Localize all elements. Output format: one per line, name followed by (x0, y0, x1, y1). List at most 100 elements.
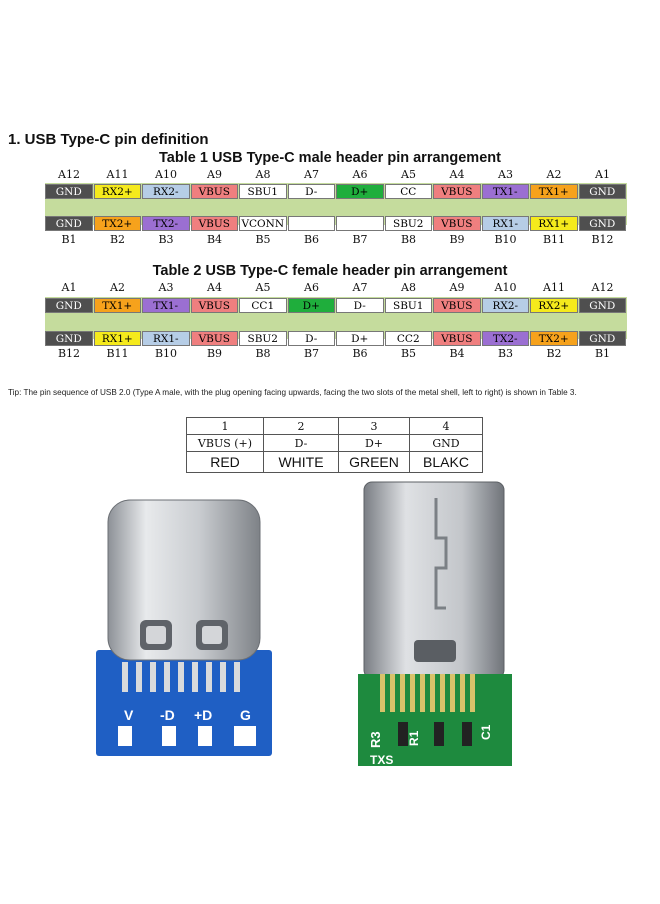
pin-cell-bottom: TX2+ (530, 331, 578, 346)
pin-label-bottom: B2 (109, 233, 126, 246)
pin-cell-bottom: VBUS (433, 216, 481, 231)
pin-cell-bottom: TX2- (142, 216, 190, 231)
pcb-label-v: V (124, 707, 134, 723)
pin-number: 3 (338, 417, 410, 435)
pin-label-top: A11 (106, 168, 129, 181)
pin-label-bottom: B2 (546, 347, 562, 360)
pin-cell-top: SBU1 (384, 298, 432, 313)
pin-cell-bottom: VBUS (190, 216, 238, 231)
pin-label-bottom: B1 (61, 233, 77, 246)
pcb-label-plus-d: +D (194, 707, 212, 723)
pin-label-bottom: B8 (255, 347, 271, 360)
pin-signal: GND (409, 434, 483, 452)
pin-number: 4 (409, 417, 483, 435)
pin-label-bottom: B4 (206, 233, 223, 246)
pin-number: 1 (186, 417, 264, 435)
pin-label-bottom: B10 (494, 233, 517, 246)
pin-label-top: A3 (498, 168, 513, 181)
pin-signal: D- (263, 434, 339, 452)
pcb-label-minus-d: -D (160, 707, 175, 723)
table2-title: Table 2 USB Type-C female header pin arr… (152, 263, 508, 279)
pin-label-top: A2 (110, 281, 125, 294)
pin-label-top: A9 (449, 281, 465, 294)
pin-cell-top: TX1- (142, 298, 190, 313)
pin-number: 2 (263, 417, 339, 435)
usb2-pin-table: 1 2 3 4 VBUS (+) D- D+ GND RED WHITE GRE… (186, 417, 483, 473)
tip-text: Tip: The pin sequence of USB 2.0 (Type A… (8, 388, 577, 397)
pin-cell-bottom: SBU2 (384, 216, 432, 231)
pin-label-bottom: B7 (303, 347, 320, 360)
pin-cell-top: SBU1 (239, 184, 287, 199)
pin-cell-top: VBUS (190, 298, 238, 313)
pin-label-top: A5 (255, 281, 271, 294)
pin-label-bottom: B5 (400, 347, 417, 360)
pin-cell-bottom: RX1+ (93, 331, 141, 346)
pin-cell-bottom (336, 216, 384, 231)
pin-cell-bottom: CC2 (384, 331, 432, 346)
pin-cell-bottom: D+ (336, 331, 384, 346)
pin-cell-top: TX1+ (93, 298, 141, 313)
pin-label-bottom: B4 (449, 347, 465, 360)
pcb-label-g: G (240, 707, 251, 723)
pin-label-bottom: B12 (57, 347, 81, 360)
pin-signal: VBUS (+) (186, 434, 264, 452)
pin-cell-top: VBUS (190, 184, 238, 199)
pin-cell-top: D+ (336, 184, 384, 199)
pin-cell-bottom: D- (287, 331, 335, 346)
pin-cell-top: VBUS (433, 298, 481, 313)
pin-signal: D+ (338, 434, 410, 452)
pin-label-bottom: B11 (106, 347, 129, 360)
pin-label-top: A9 (207, 168, 222, 181)
pcb-label-r3: R3 (368, 731, 383, 748)
pin-label-top: A10 (494, 281, 517, 294)
pin-label-bottom: B3 (497, 347, 514, 360)
pin-label-bottom: B6 (303, 233, 320, 246)
pin-cell-top: D- (336, 298, 384, 313)
pin-label-top: A4 (207, 281, 222, 294)
pin-label-top: A7 (352, 281, 368, 294)
pcb-label-r1: R1 (407, 730, 421, 746)
wire-color: BLAKC (409, 451, 483, 473)
pin-label-bottom: B9 (449, 233, 465, 246)
pin-cell-bottom (287, 216, 335, 231)
pin-label-bottom: B9 (206, 347, 223, 360)
pin-cell-top: TX1+ (530, 184, 578, 199)
pin-cell-bottom: VBUS (190, 331, 238, 346)
pin-cell-top: VBUS (433, 184, 481, 199)
type-c-green-board-photo: R3 R1 C1 TXS (358, 481, 512, 767)
metal-shell (107, 499, 261, 661)
pin-label-bottom: B8 (400, 233, 417, 246)
pin-label-top: A12 (58, 168, 80, 181)
pin-label-top: A1 (61, 281, 77, 294)
pin-cell-bottom: GND (45, 331, 93, 346)
pin-label-top: A8 (401, 281, 416, 294)
pcb-label-c1: C1 (479, 724, 493, 740)
pin-cell-top: GND (45, 184, 93, 199)
pin-cell-bottom: GND (578, 216, 626, 231)
pin-label-bottom: B11 (542, 233, 566, 246)
pin-cell-bottom: RX1+ (530, 216, 578, 231)
pin-cell-top: RX2+ (530, 298, 578, 313)
wire-color: RED (186, 451, 264, 473)
pin-label-bottom: B1 (594, 347, 611, 360)
pin-cell-top: RX2- (142, 184, 190, 199)
pin-cell-bottom: SBU2 (239, 331, 287, 346)
pin-label-top: A8 (255, 168, 271, 181)
pin-label-top: A3 (158, 281, 174, 294)
pin-cell-bottom: TX2- (481, 331, 529, 346)
pin-cell-bottom: RX1- (142, 331, 190, 346)
pin-label-bottom: B3 (158, 233, 174, 246)
type-c-blue-board-photo: V -D +D G (96, 499, 272, 756)
pin-cell-bottom: VBUS (433, 331, 481, 346)
pin-label-bottom: B12 (591, 233, 614, 246)
pin-cell-bottom: RX1- (481, 216, 529, 231)
pin-label-bottom: B7 (352, 233, 368, 246)
pcb-label-txs: TXS (370, 753, 393, 767)
pin-label-top: A10 (155, 168, 177, 181)
pin-label-bottom: B6 (352, 347, 368, 360)
pin-label-bottom: B5 (255, 233, 271, 246)
pin-cell-top: CC1 (239, 298, 287, 313)
pin-cell-top: TX1- (481, 184, 529, 199)
